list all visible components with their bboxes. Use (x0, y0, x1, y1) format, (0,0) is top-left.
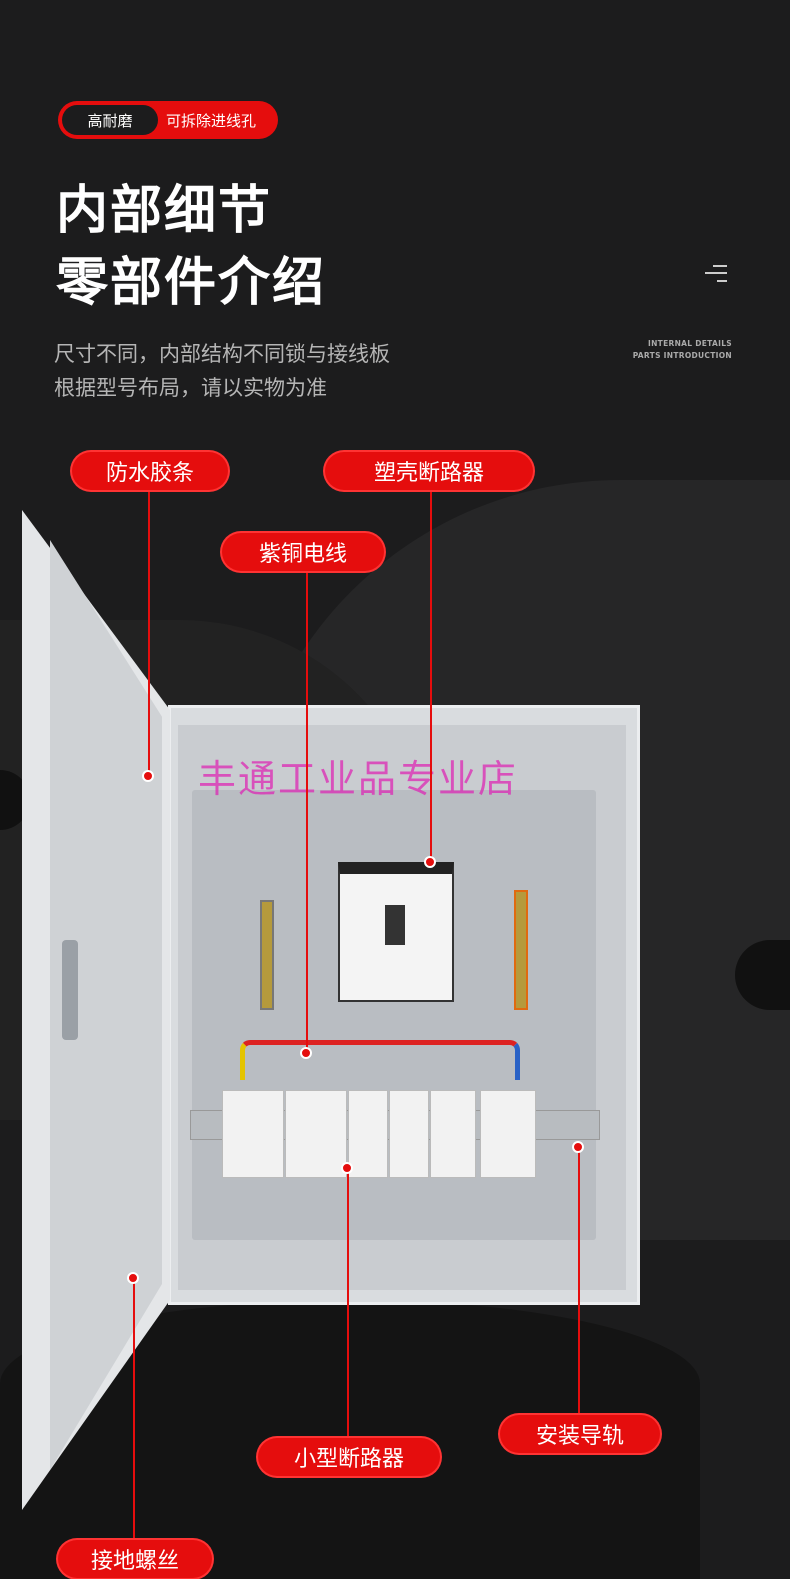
mini-breaker (348, 1090, 388, 1178)
callout-dot (300, 1047, 312, 1059)
callout-mini-breaker: 小型断路器 (258, 1438, 440, 1476)
title-line1: 内部细节 (56, 181, 273, 241)
watermark: 丰通工业品专业店 (198, 757, 519, 801)
terminal-bar (260, 900, 274, 1010)
callout-line (148, 490, 150, 776)
callout-copper-wire: 紫铜电线 (222, 533, 384, 571)
mini-breaker (285, 1090, 347, 1178)
bg-knob (735, 940, 790, 1010)
menu-lines-icon (705, 262, 735, 286)
tag-primary: 高耐磨 (62, 105, 158, 135)
callout-gasket: 防水胶条 (72, 452, 228, 490)
callout-mccb: 塑壳断路器 (325, 452, 533, 490)
subtitle-line2: 根据型号布局，请以实物为准 (54, 376, 327, 400)
callout-dot (142, 770, 154, 782)
mini-breaker (389, 1090, 429, 1178)
door-handle (62, 940, 78, 1040)
terminal-bar (514, 890, 528, 1010)
english-caption: INTERNAL DETAILS PARTS INTRODUCTION (633, 338, 732, 362)
callout-din-rail: 安装导轨 (500, 1415, 660, 1453)
callout-line (306, 571, 308, 1053)
title-line2: 零部件介绍 (56, 253, 327, 313)
english-line2: PARTS INTRODUCTION (632, 351, 732, 360)
callout-dot (424, 856, 436, 868)
callout-dot (341, 1162, 353, 1174)
callout-ground-screw: 接地螺丝 (58, 1540, 212, 1578)
mini-breaker (430, 1090, 476, 1178)
english-line1: INTERNAL DETAILS (647, 339, 732, 348)
wires (240, 1040, 520, 1080)
subtitle-line1: 尺寸不同，内部结构不同锁与接线板 (54, 342, 390, 366)
feature-tag: 高耐磨 可拆除进线孔 (58, 101, 278, 139)
callout-dot (572, 1141, 584, 1153)
tag-secondary: 可拆除进线孔 (166, 111, 257, 130)
mccb-toggle (385, 905, 405, 945)
callout-line (347, 1168, 349, 1438)
mini-breaker (222, 1090, 284, 1178)
callout-line (430, 490, 432, 862)
callout-line (578, 1147, 580, 1415)
callout-dot (127, 1272, 139, 1284)
mini-breaker (480, 1090, 536, 1178)
callout-line (133, 1278, 135, 1540)
